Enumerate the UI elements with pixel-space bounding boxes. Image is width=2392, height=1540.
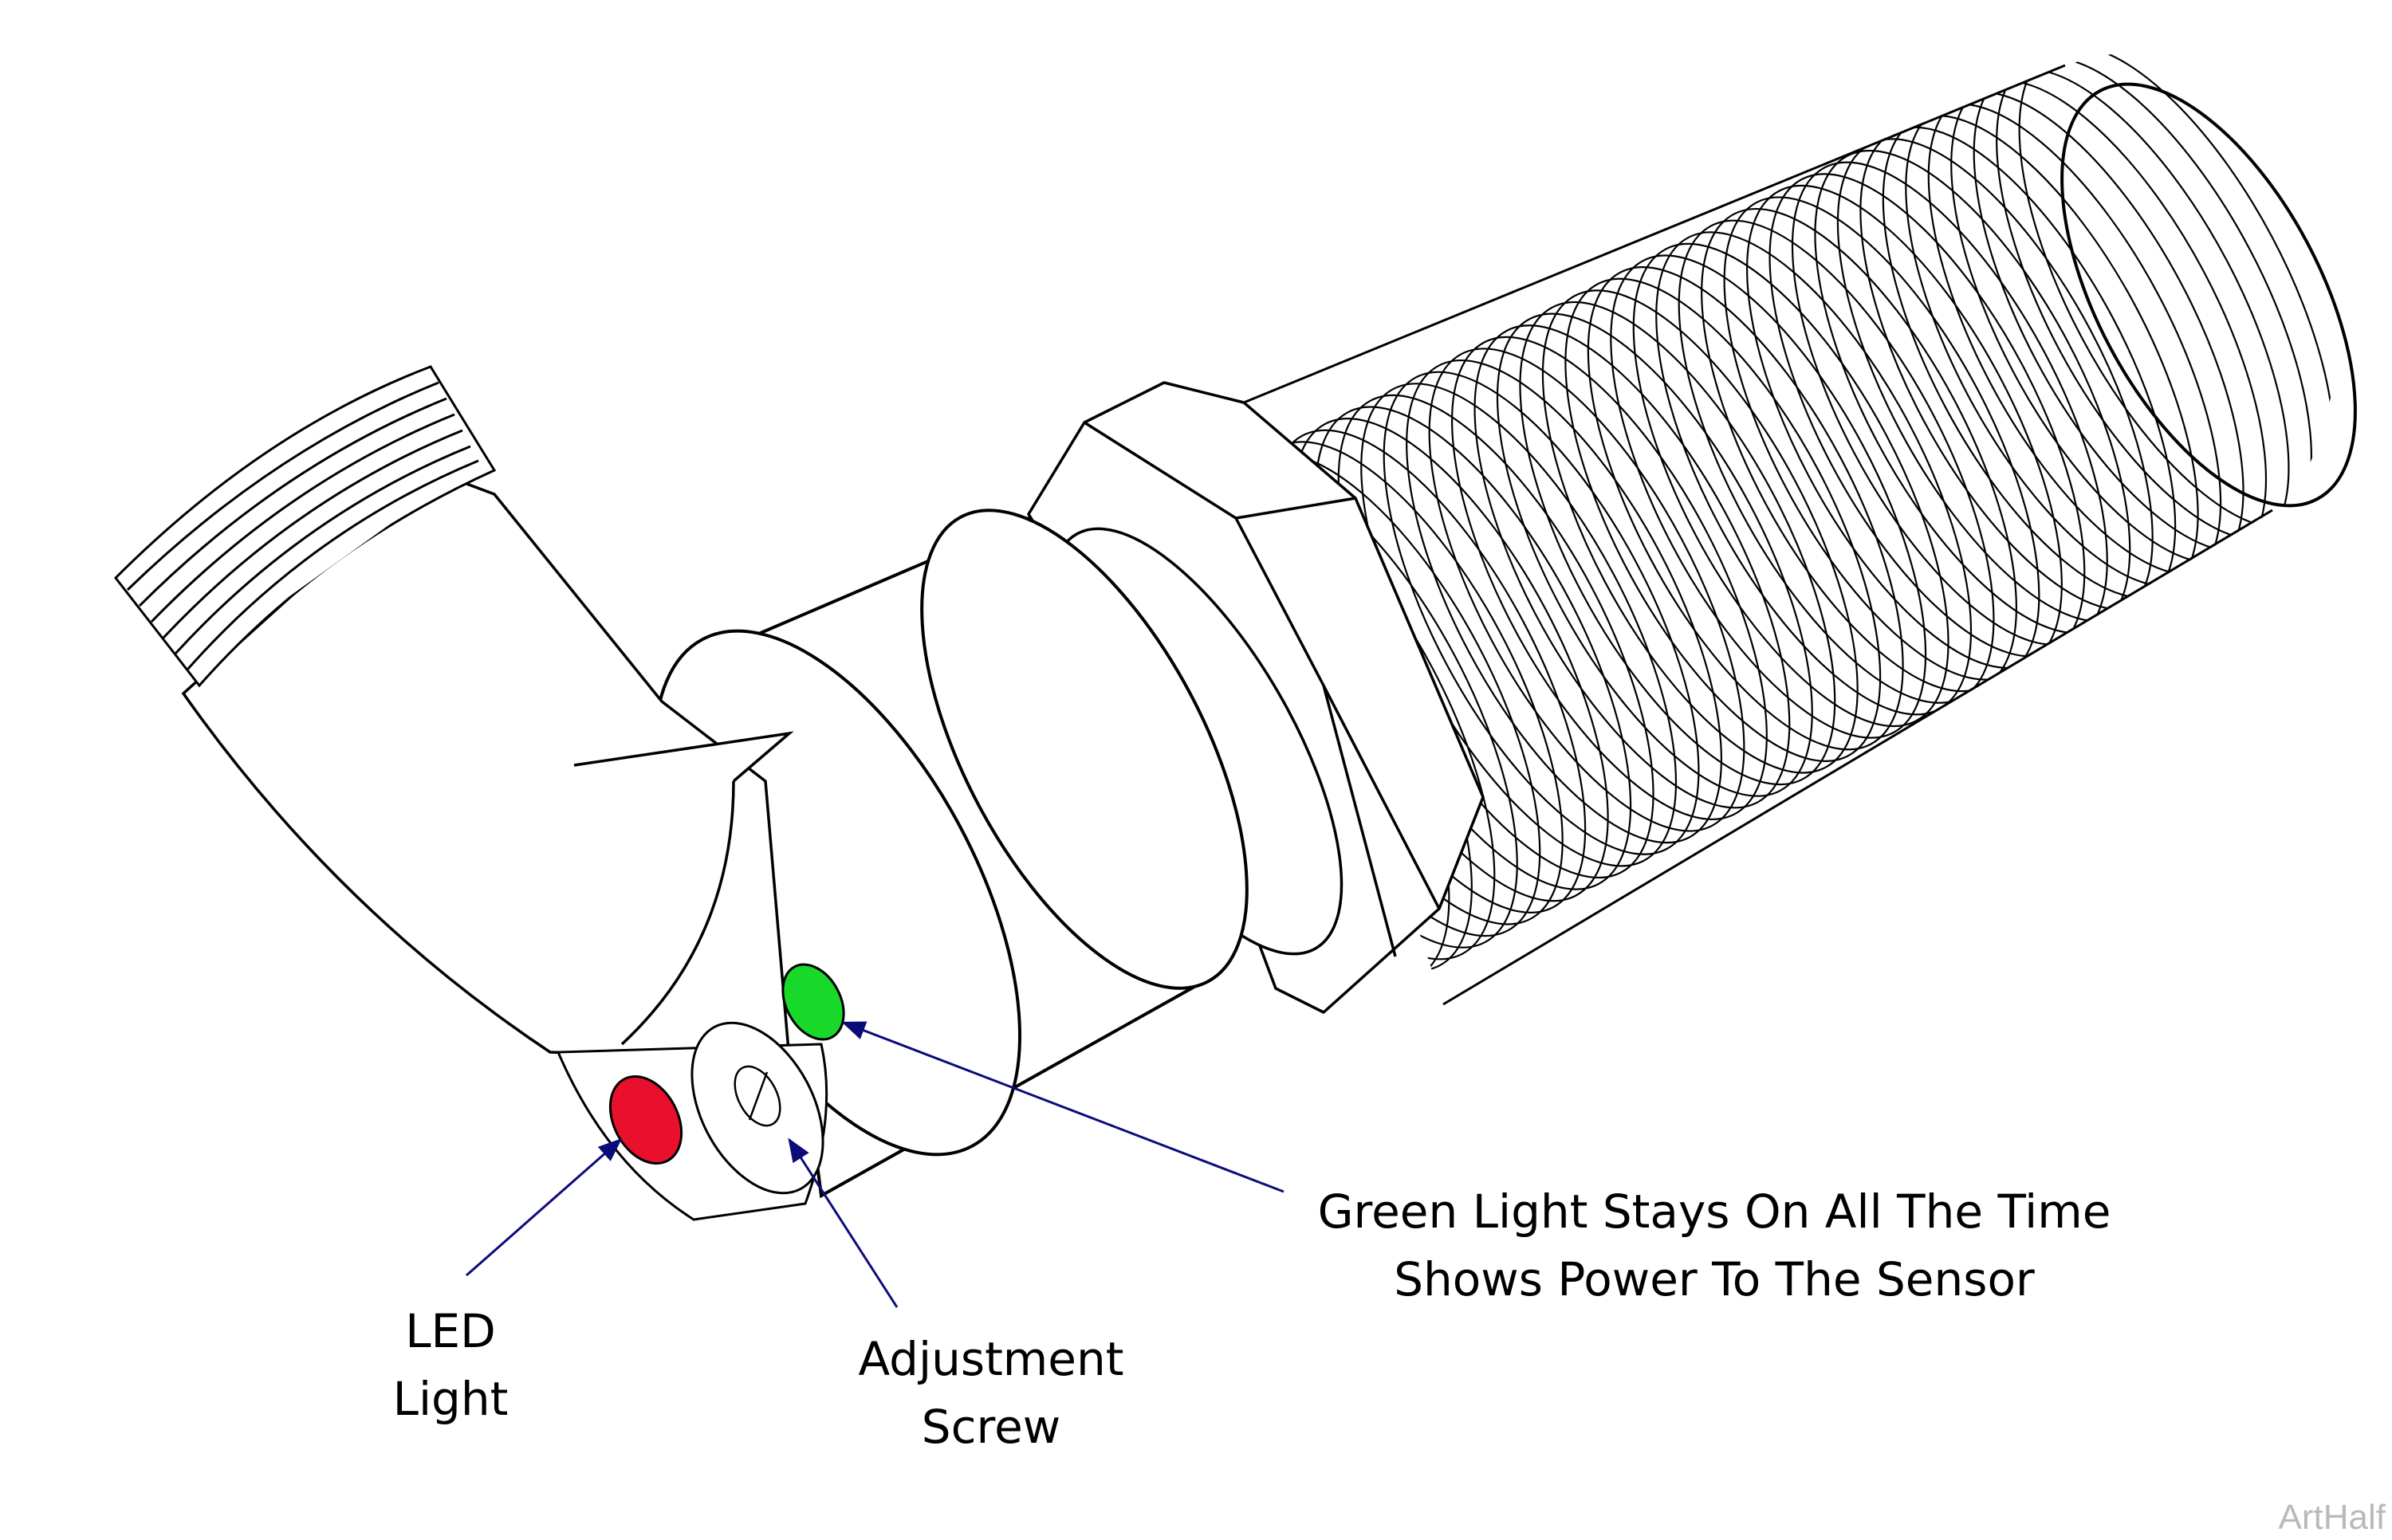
thread-ring (1905, 103, 2222, 587)
leader-lines (466, 1021, 1285, 1308)
thread-ring (1927, 91, 2244, 576)
led-label-line1: LED (405, 1304, 496, 1358)
adjustment-label-line2: Screw (922, 1400, 1060, 1454)
thread-ring (1746, 184, 2063, 669)
led-label-line2: Light (393, 1372, 509, 1426)
callout-led: LED Light (393, 1304, 509, 1426)
callout-adjustment: Adjustment Screw (859, 1332, 1124, 1454)
thread-ring (1632, 242, 1949, 728)
thread-ring (1383, 371, 1700, 855)
thread-ring (1996, 57, 2312, 541)
adjustment-label-line1: Adjustment (859, 1332, 1124, 1386)
thread-ring (1244, 476, 1496, 961)
green-light (781, 963, 845, 1041)
thread-ring (1496, 312, 1813, 797)
thread-ring (1406, 359, 1722, 844)
thread-ring (1973, 68, 2290, 552)
thread-ring (1564, 277, 1882, 762)
thread-ring (1587, 266, 1904, 751)
thread-ring (1950, 80, 2268, 564)
thread-ring (1451, 336, 1768, 820)
thread-ring (1723, 196, 2040, 681)
elbow-cap (114, 365, 497, 688)
thread-ring (1655, 231, 1973, 716)
elbow-connector (181, 468, 794, 1062)
thread-ring (1428, 348, 1745, 832)
thread-ring (1678, 219, 1995, 704)
thread-ring (1814, 149, 2131, 634)
thread-ring (1473, 324, 1791, 809)
green-label-line2: Shows Power To The Sensor (1394, 1252, 2035, 1306)
green-label-line1: Green Light Stays On All The Time (1318, 1184, 2111, 1239)
watermark: ArtHalf (2279, 1498, 2386, 1537)
thread-ring (1836, 138, 2154, 623)
thread-ring (1610, 254, 1927, 739)
led-light (608, 1074, 683, 1165)
thread-ring (1519, 301, 1836, 786)
thread-ring (1768, 173, 2086, 658)
thread-ring (1541, 289, 1859, 774)
green-leader-arrow (841, 1021, 1285, 1193)
adjustment-leader-arrow (788, 1137, 899, 1308)
thread-ring (1791, 161, 2108, 646)
thread-ring (1701, 208, 2017, 693)
callout-green: Green Light Stays On All The Time Shows … (1318, 1184, 2111, 1306)
led-leader-arrow (466, 1138, 623, 1277)
